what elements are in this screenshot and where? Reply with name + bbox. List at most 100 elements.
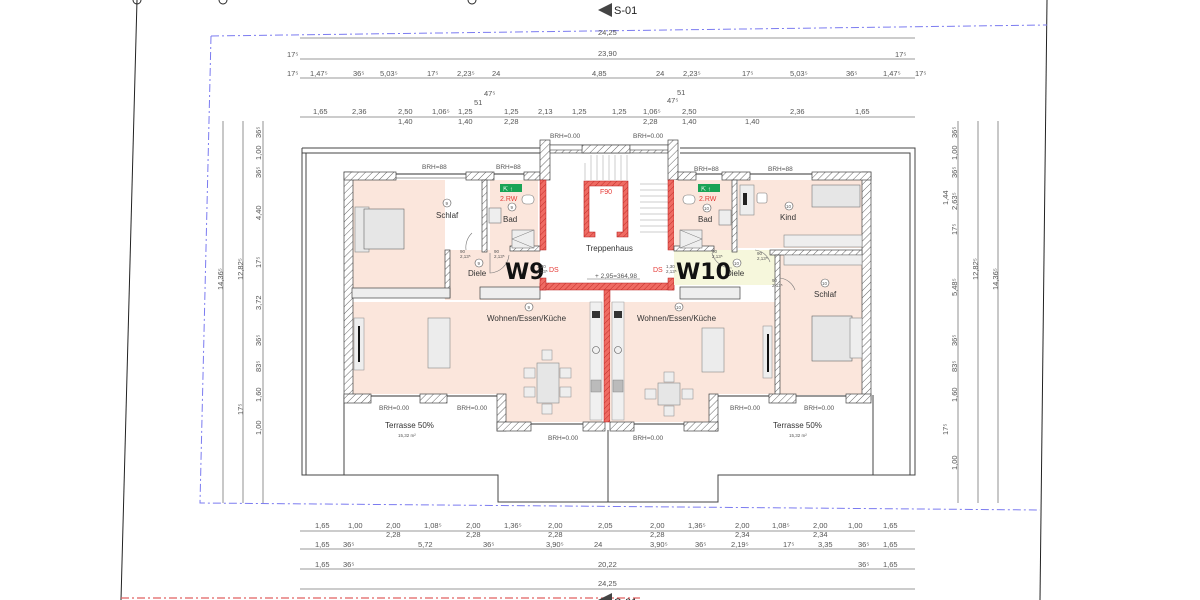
- toilet-icon: [682, 194, 696, 205]
- svg-text:2,23⁵: 2,23⁵: [457, 69, 475, 78]
- svg-text:1,25: 1,25: [504, 107, 519, 116]
- dim-bottom-row2: 1,65 36⁵ 5,72 36⁵ 3,90⁵ 24 3,90⁵ 36⁵ 2,1…: [315, 540, 898, 549]
- section-marker-top[interactable]: S-01: [598, 3, 637, 17]
- sink-icon: [718, 209, 732, 226]
- svg-text:2,28: 2,28: [504, 117, 519, 126]
- svg-text:2,00: 2,00: [548, 521, 563, 530]
- svg-text:90: 90: [712, 249, 718, 254]
- svg-text:1,36⁵: 1,36⁵: [504, 521, 522, 530]
- svg-text:2,28: 2,28: [548, 530, 563, 539]
- brh-label: BRH=0.00: [550, 133, 581, 140]
- svg-text:Wohnen/Essen/Küche: Wohnen/Essen/Küche: [487, 314, 567, 323]
- svg-text:2,23⁵: 2,23⁵: [683, 69, 701, 78]
- exit-label: 2.RW: [699, 196, 717, 203]
- svg-text:1,65: 1,65: [313, 107, 328, 116]
- dim-bottom-row1-sub: 2,28 2,28 2,28 2,28 2,34 2,34: [386, 530, 828, 539]
- room-wohnen-w9[interactable]: [352, 302, 602, 394]
- dining-table-icon: [536, 362, 560, 404]
- svg-text:Schlaf: Schlaf: [814, 290, 837, 299]
- terrace-w10[interactable]: Terrasse 50% 15,32 m²: [773, 421, 822, 438]
- sofa-icon: [427, 317, 451, 369]
- svg-text:4,40: 4,40: [254, 205, 263, 220]
- svg-text:1,08⁵: 1,08⁵: [772, 521, 790, 530]
- svg-text:1,25: 1,25: [572, 107, 587, 116]
- svg-text:17⁵: 17⁵: [783, 540, 794, 549]
- svg-text:⇱ ↑: ⇱ ↑: [701, 186, 711, 193]
- dining-table-icon: [657, 382, 681, 406]
- svg-text:1,30: 1,30: [537, 264, 546, 269]
- svg-text:90: 90: [772, 278, 778, 283]
- svg-text:83⁵: 83⁵: [950, 361, 959, 372]
- bed-icon: [811, 184, 861, 208]
- svg-text:1,25: 1,25: [612, 107, 627, 116]
- svg-text:10: 10: [822, 281, 828, 286]
- dimension-lines-bottom: [300, 530, 915, 590]
- ds-label-w10: DS: [653, 267, 663, 274]
- room-label-wohnen-w9: 9 Wohnen/Essen/Küche: [487, 302, 567, 323]
- svg-text:Terrasse 50%: Terrasse 50%: [773, 421, 822, 430]
- dim-top-row4-sub: 1,40 1,40 2,28 2,28 1,40 1,40: [398, 117, 760, 126]
- room-label-diele-w9: 9 Diele: [468, 258, 487, 278]
- svg-text:36⁵: 36⁵: [858, 540, 869, 549]
- svg-text:1,65: 1,65: [315, 521, 330, 530]
- bed-icon: [811, 315, 853, 362]
- dim-top-extra: 47⁵ 51 47⁵ 51: [474, 88, 685, 107]
- dim-right-extra: 1,44: [941, 190, 950, 205]
- dim-top-edge-left: 17⁵: [287, 50, 298, 59]
- stairwell: F90 Treppenhaus + 2,95=364,98 BRH=0.00 B…: [539, 133, 679, 423]
- svg-text:2,00: 2,00: [466, 521, 481, 530]
- svg-text:BRH=0.00: BRH=0.00: [379, 405, 410, 412]
- svg-text:Wohnen/Essen/Küche: Wohnen/Essen/Küche: [637, 314, 717, 323]
- terrace-w9[interactable]: Terrasse 50% 15,32 m²: [385, 421, 434, 438]
- svg-text:36⁵: 36⁵: [343, 540, 354, 549]
- svg-text:5,03⁵: 5,03⁵: [790, 69, 808, 78]
- svg-text:BRH=88: BRH=88: [496, 164, 521, 171]
- svg-text:9: 9: [528, 305, 531, 310]
- svg-text:3,72: 3,72: [254, 295, 263, 310]
- toilet-icon: [521, 194, 535, 205]
- section-marker-bottom[interactable]: S-01: [598, 593, 637, 600]
- shower-icon: [511, 229, 535, 249]
- svg-text:5,03⁵: 5,03⁵: [380, 69, 398, 78]
- svg-text:17⁵: 17⁵: [236, 404, 245, 415]
- svg-text:⇱ ↑: ⇱ ↑: [503, 186, 513, 193]
- svg-text:4,85: 4,85: [592, 69, 607, 78]
- sheet-border-right: [1039, 0, 1048, 600]
- svg-text:1,08⁵: 1,08⁵: [424, 521, 442, 530]
- dim-right-middle: 12,82⁵: [971, 258, 980, 280]
- svg-text:S-01: S-01: [614, 597, 637, 600]
- svg-text:1,40: 1,40: [398, 117, 413, 126]
- ds-label-w9: DS: [549, 267, 559, 274]
- room-label-bad-w9: 9 Bad: [503, 202, 517, 224]
- svg-text:1,60: 1,60: [950, 387, 959, 402]
- svg-text:1,47⁵: 1,47⁵: [310, 69, 328, 78]
- svg-text:1,65: 1,65: [883, 560, 898, 569]
- svg-text:51: 51: [474, 98, 482, 107]
- room-label-schlaf-w10: 10 Schlaf: [814, 278, 837, 299]
- svg-text:17⁵: 17⁵: [941, 424, 950, 435]
- unit-label-w10: W10: [676, 260, 731, 285]
- room-wohnen-w10[interactable]: [610, 302, 778, 394]
- svg-text:2,13⁵: 2,13⁵: [537, 269, 548, 274]
- dim-bottom-row1: 1,65 1,00 2,00 1,08⁵ 2,00 1,36⁵ 2,00 2,0…: [315, 521, 898, 530]
- svg-text:1,00: 1,00: [848, 521, 863, 530]
- kitchen-counter: [611, 301, 625, 421]
- room-label-wohnen-w10: 10 Wohnen/Essen/Küche: [637, 302, 717, 323]
- svg-text:1,00: 1,00: [950, 455, 959, 470]
- svg-text:24: 24: [492, 69, 500, 78]
- svg-text:24: 24: [656, 69, 664, 78]
- svg-text:36⁵: 36⁵: [254, 127, 263, 138]
- dim-bottom-overall: 24,25: [598, 579, 617, 588]
- svg-text:2,13: 2,13: [538, 107, 553, 116]
- stairwell-label: Treppenhaus: [586, 244, 633, 253]
- kitchen-counter: [589, 301, 603, 421]
- emergency-exit-sign: ⇱ ↑: [500, 184, 522, 193]
- dim-top-overall: 24,25: [598, 28, 617, 37]
- level-marker: + 2,95=364,98: [595, 273, 637, 280]
- svg-text:10: 10: [676, 305, 682, 310]
- svg-text:2,28: 2,28: [650, 530, 665, 539]
- svg-text:Bad: Bad: [503, 215, 517, 224]
- svg-text:2,00: 2,00: [386, 521, 401, 530]
- plot-boundary: [199, 24, 1048, 511]
- dimension-lines-right: [957, 121, 999, 503]
